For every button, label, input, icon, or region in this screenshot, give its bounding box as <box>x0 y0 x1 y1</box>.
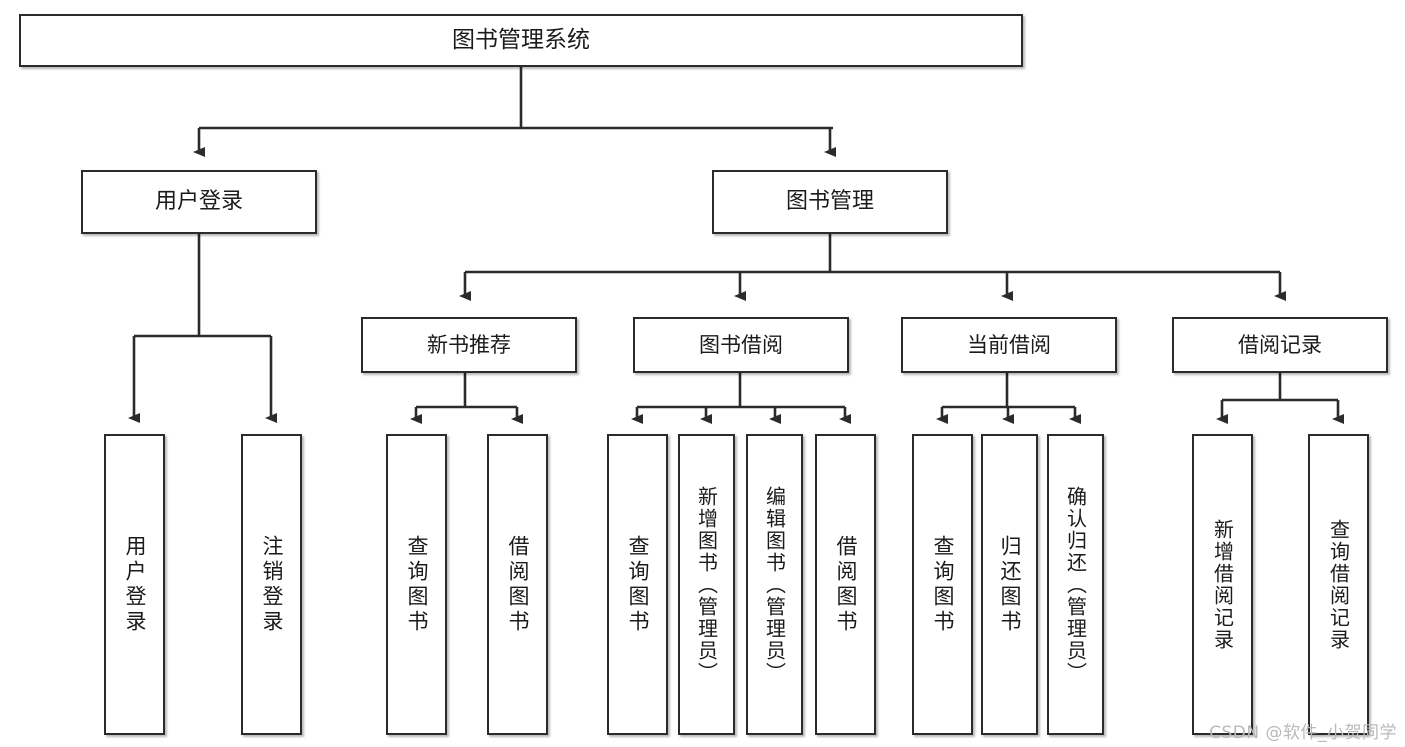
node-current-borrow[interactable]: 当前借阅 <box>901 317 1117 373</box>
node-leaf-add-book-label: 新增图书（管理员） <box>694 485 719 684</box>
node-user-login[interactable]: 用户登录 <box>81 170 317 234</box>
node-leaf-user-logout-label: 注销登录 <box>260 534 284 635</box>
node-root-label: 图书管理系统 <box>452 27 590 54</box>
node-user-login-label: 用户登录 <box>154 189 243 215</box>
node-root[interactable]: 图书管理系统 <box>19 14 1023 67</box>
node-leaf-query-book-3-label: 查询图书 <box>931 534 955 635</box>
node-leaf-query-record-label: 查询借阅记录 <box>1326 518 1351 651</box>
node-leaf-user-logout[interactable]: 注销登录 <box>241 434 302 735</box>
node-leaf-user-login-label: 用户登录 <box>123 534 147 635</box>
node-leaf-query-book-2[interactable]: 查询图书 <box>607 434 668 735</box>
node-leaf-query-book-3[interactable]: 查询图书 <box>912 434 973 735</box>
node-leaf-query-record[interactable]: 查询借阅记录 <box>1308 434 1369 735</box>
node-leaf-return-book-label: 归还图书 <box>998 534 1022 635</box>
node-new-book-recommend-label: 新书推荐 <box>427 332 511 357</box>
node-leaf-return-book[interactable]: 归还图书 <box>981 434 1038 735</box>
node-leaf-borrow-book-2[interactable]: 借阅图书 <box>815 434 876 735</box>
node-book-management-label: 图书管理 <box>785 189 874 215</box>
node-leaf-borrow-book-2-label: 借阅图书 <box>834 534 858 635</box>
node-leaf-add-book[interactable]: 新增图书（管理员） <box>678 434 735 735</box>
node-leaf-query-book-2-label: 查询图书 <box>626 534 650 635</box>
node-book-management[interactable]: 图书管理 <box>712 170 948 234</box>
node-book-borrow[interactable]: 图书借阅 <box>633 317 849 373</box>
node-leaf-query-book-1[interactable]: 查询图书 <box>386 434 447 735</box>
node-borrow-record-label: 借阅记录 <box>1238 332 1322 357</box>
node-borrow-record[interactable]: 借阅记录 <box>1172 317 1388 373</box>
node-leaf-borrow-book-1[interactable]: 借阅图书 <box>487 434 548 735</box>
node-leaf-edit-book-label: 编辑图书（管理员） <box>762 485 787 684</box>
node-new-book-recommend[interactable]: 新书推荐 <box>361 317 577 373</box>
node-leaf-add-record[interactable]: 新增借阅记录 <box>1192 434 1253 735</box>
node-leaf-confirm-return-label: 确认归还（管理员） <box>1063 485 1088 684</box>
node-leaf-borrow-book-1-label: 借阅图书 <box>506 534 530 635</box>
node-leaf-confirm-return[interactable]: 确认归还（管理员） <box>1047 434 1104 735</box>
node-book-borrow-label: 图书借阅 <box>699 332 783 357</box>
watermark: CSDN @软件_小贺同学 <box>1209 723 1397 743</box>
node-leaf-user-login[interactable]: 用户登录 <box>104 434 165 735</box>
node-leaf-query-book-1-label: 查询图书 <box>405 534 429 635</box>
node-current-borrow-label: 当前借阅 <box>967 332 1051 357</box>
node-leaf-add-record-label: 新增借阅记录 <box>1210 518 1235 651</box>
node-leaf-edit-book[interactable]: 编辑图书（管理员） <box>746 434 803 735</box>
